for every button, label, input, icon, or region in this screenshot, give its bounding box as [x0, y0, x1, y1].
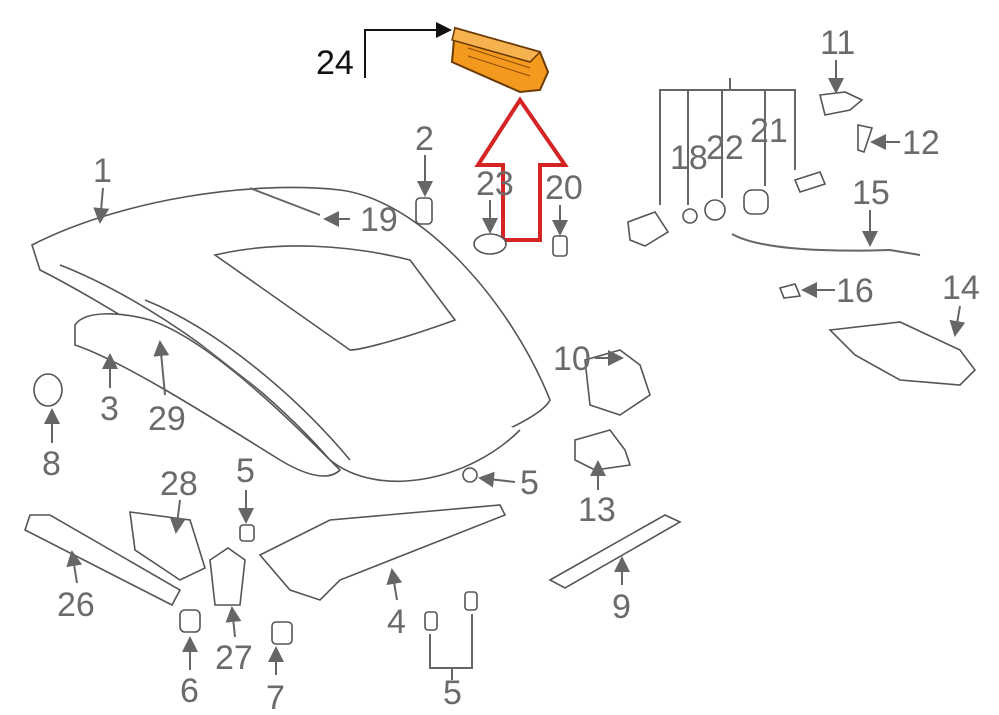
callout-15: 15 [852, 174, 890, 212]
parts [24, 91, 977, 645]
callout-27: 27 [215, 639, 253, 677]
callout-14: 14 [942, 269, 980, 307]
callout-20: 20 [545, 169, 583, 207]
leader-24 [364, 22, 452, 78]
leader-lines [44, 60, 966, 680]
callout-8: 8 [42, 445, 61, 483]
callout-5-b: 5 [236, 452, 255, 490]
callout-26: 26 [57, 586, 95, 624]
callout-4: 4 [387, 603, 406, 641]
callout-19: 19 [360, 201, 398, 239]
callout-5-a: 5 [520, 464, 539, 502]
callout-2: 2 [415, 120, 434, 158]
callout-29: 29 [148, 400, 186, 438]
callout-11: 11 [820, 24, 855, 62]
callout-18: 18 [670, 139, 708, 177]
callout-28: 28 [160, 465, 198, 503]
callout-13: 13 [578, 491, 616, 529]
callout-22: 22 [706, 129, 744, 167]
callout-7: 7 [266, 679, 285, 715]
callout-12: 12 [902, 124, 940, 162]
callout-10: 10 [553, 340, 591, 378]
callout-6: 6 [180, 672, 199, 710]
callout-1: 1 [93, 152, 112, 190]
red-arrow-indicator [474, 96, 569, 242]
callout-24: 24 [316, 44, 354, 82]
callout-5-c: 5 [443, 674, 462, 712]
callout-3: 3 [100, 390, 119, 428]
callout-16: 16 [836, 272, 874, 310]
callout-21: 21 [750, 112, 788, 150]
highlighted-part-24[interactable] [450, 26, 550, 94]
callout-9: 9 [612, 588, 631, 626]
callout-23: 23 [476, 165, 514, 203]
